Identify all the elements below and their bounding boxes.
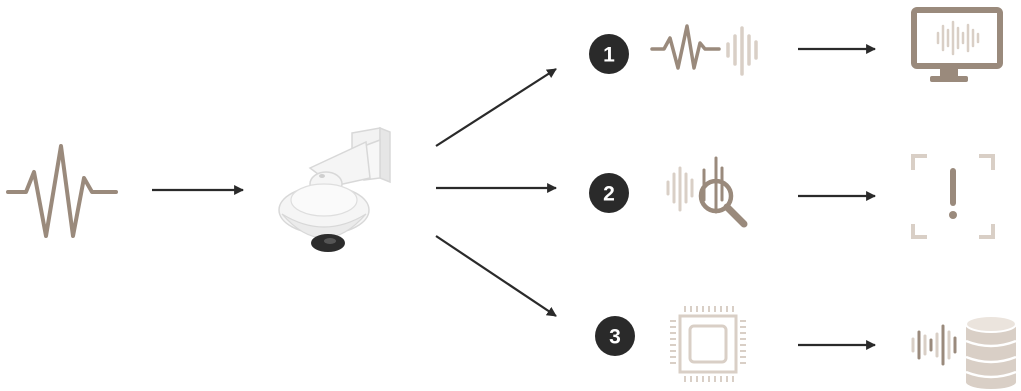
arrow-to-step-3 <box>435 235 557 317</box>
step-1-badge: 1 <box>589 34 629 74</box>
audio-analysis-icon <box>666 156 748 228</box>
processor-chip-icon <box>670 306 746 382</box>
step-3-badge: 3 <box>595 316 635 356</box>
audio-waveform-icon <box>650 24 721 70</box>
network-camera-icon <box>278 126 391 252</box>
audio-waveform-icon <box>6 144 118 238</box>
audio-levels-icon <box>726 26 758 76</box>
step-2-badge: 2 <box>589 173 629 213</box>
monitor-icon <box>911 7 1003 82</box>
audio-database-icon <box>911 315 1017 389</box>
arrow-to-step-1 <box>435 68 557 147</box>
svg-text:1: 1 <box>603 44 615 67</box>
svg-text:2: 2 <box>603 183 615 206</box>
alert-icon <box>911 154 995 239</box>
svg-text:3: 3 <box>609 326 621 349</box>
